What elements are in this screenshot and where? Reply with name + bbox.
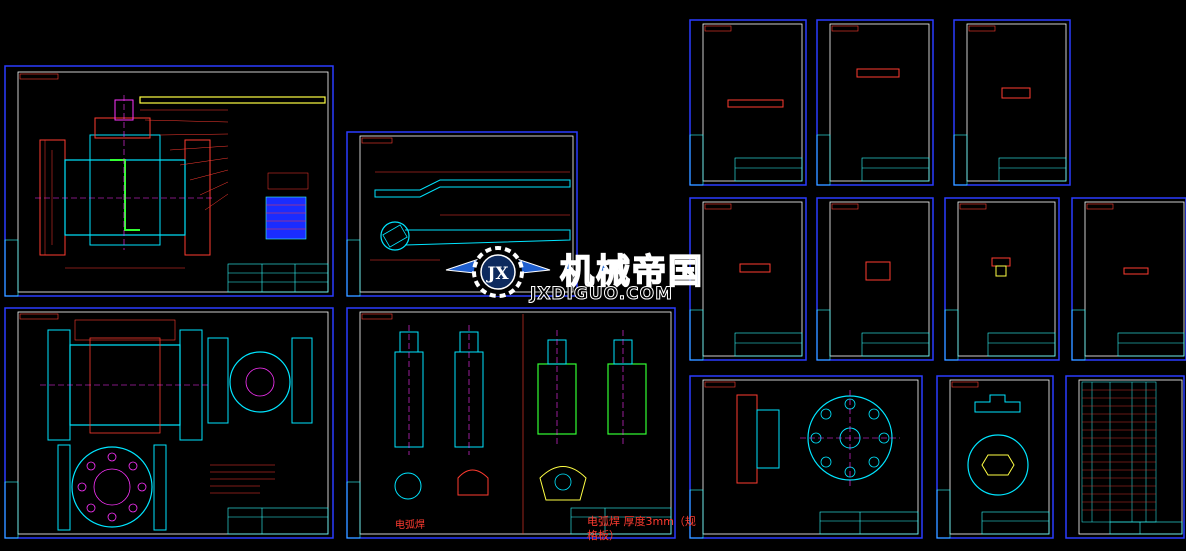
logo-letters: JX — [485, 264, 509, 284]
weld-note-line-2: 格板） — [587, 529, 620, 542]
sheet-part-4 — [689, 197, 807, 361]
sheet-flange — [689, 375, 923, 539]
brand-name-cn: 机械帝国 — [559, 251, 704, 293]
sheet-part-7 — [1071, 197, 1186, 361]
sheet-part-1 — [689, 19, 807, 186]
sheet-gland — [936, 375, 1054, 539]
sheet-part-2 — [816, 19, 934, 186]
weld-note-line-1: 电弧焊 厚度3mm（规 — [587, 515, 696, 528]
sheet-body-views — [4, 307, 334, 539]
sheet-assembly — [4, 65, 334, 297]
sheet-part-3 — [953, 19, 1071, 186]
sheet-parts-list — [1065, 375, 1185, 539]
sheet-part-6 — [944, 197, 1060, 361]
brand-name-en: JXDIGUO.COM — [529, 284, 674, 305]
title-block — [227, 263, 329, 293]
sheet-part-5 — [816, 197, 934, 361]
weld-label: 电弧焊 — [395, 520, 425, 531]
spec-table — [265, 196, 307, 240]
sheet-handle — [346, 131, 578, 297]
sheet-stem-ball — [346, 307, 676, 539]
watermark: 机械帝国 JXDIGUO.COM — [446, 244, 746, 306]
gear-wings-logo-icon: JX — [445, 246, 551, 298]
valve-body-section — [35, 95, 215, 256]
handle-lever — [139, 96, 326, 104]
